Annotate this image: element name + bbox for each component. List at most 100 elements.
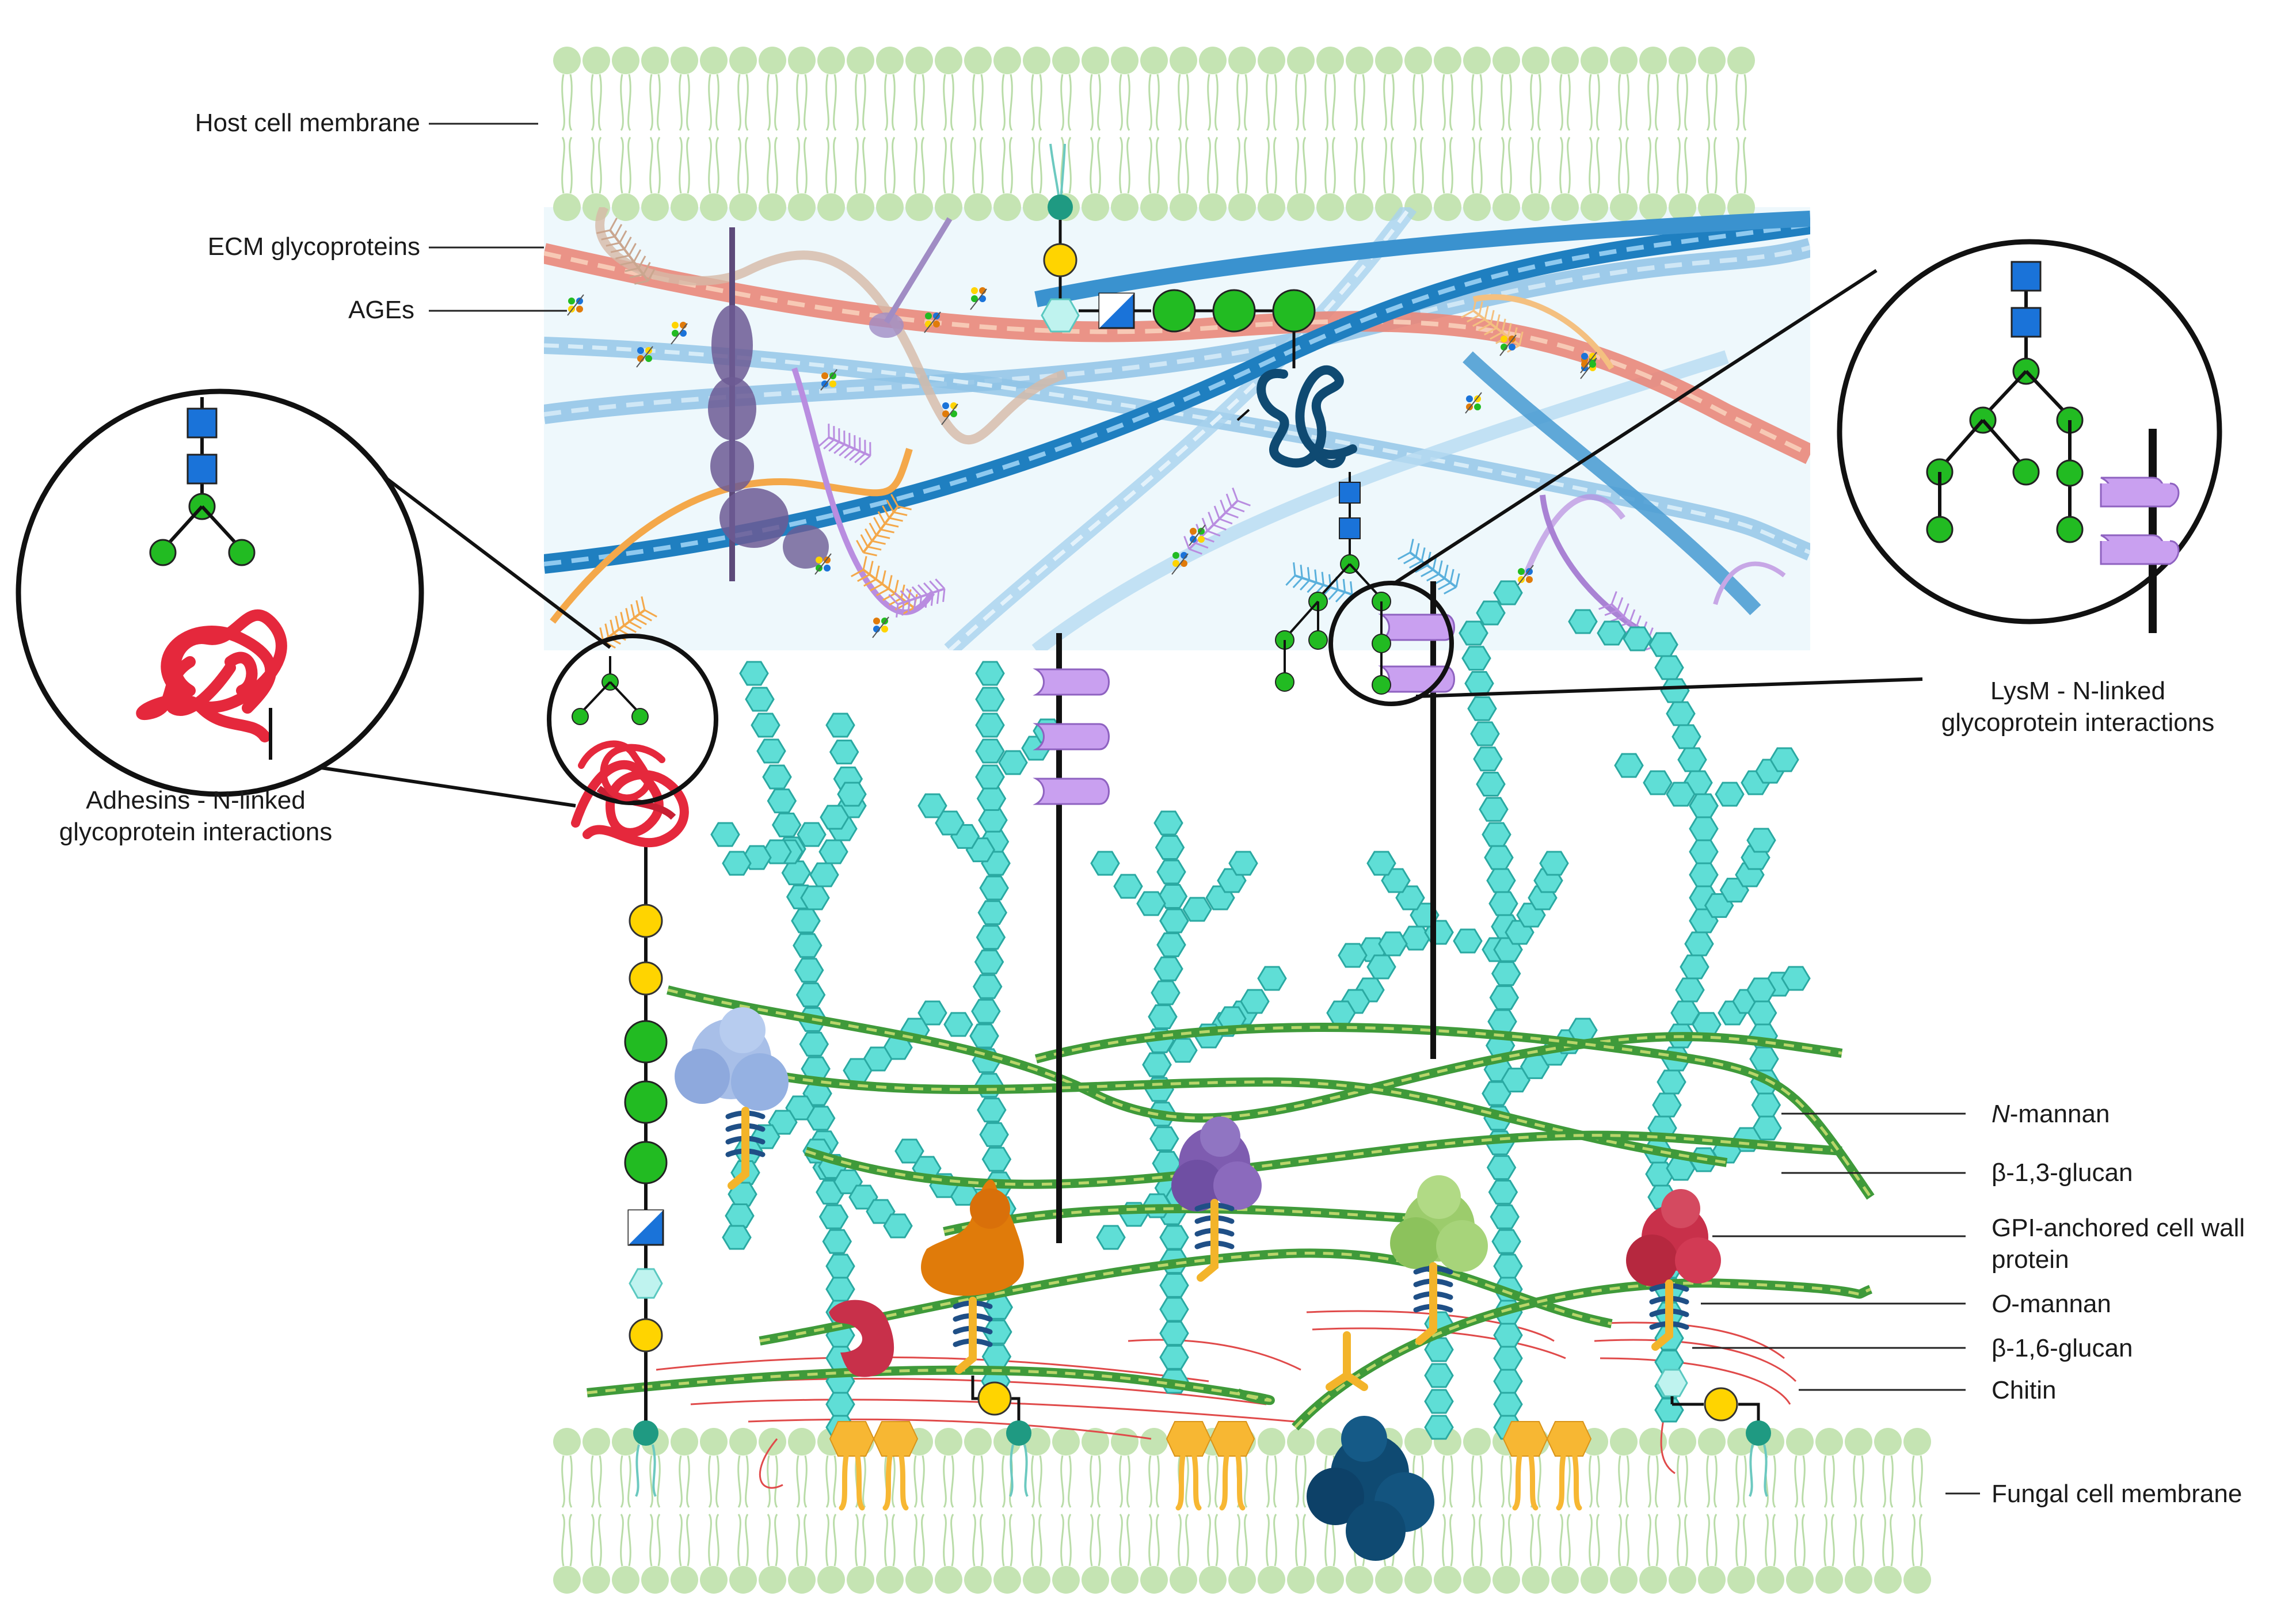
lipid-tail bbox=[1355, 74, 1365, 131]
mannose-unit bbox=[1327, 1001, 1355, 1024]
lipid-head bbox=[1082, 1566, 1109, 1594]
lipid-head bbox=[1727, 47, 1755, 74]
lipid-head bbox=[1316, 1566, 1344, 1594]
mannose-unit bbox=[1491, 1205, 1518, 1228]
mannose-unit bbox=[1494, 1347, 1522, 1370]
mannose-unit bbox=[1477, 601, 1505, 624]
lipid-head bbox=[1111, 47, 1139, 74]
lipid-tail bbox=[1091, 1456, 1101, 1507]
lipid-head bbox=[1082, 47, 1109, 74]
lipid-head bbox=[1581, 193, 1608, 221]
mannose-unit bbox=[978, 1099, 1006, 1122]
mannose-unit bbox=[820, 1205, 848, 1228]
lipid-tail bbox=[1061, 74, 1071, 131]
age-glycan-dot bbox=[1198, 536, 1205, 543]
mannose-unit bbox=[798, 823, 825, 846]
age-glycan-dot bbox=[816, 557, 823, 563]
mannose-unit bbox=[1488, 1010, 1516, 1033]
label-o-mannan: O-mannan bbox=[1992, 1290, 2111, 1318]
mannose-unit bbox=[763, 765, 791, 788]
label-n-mannan: N-mannan bbox=[1992, 1100, 2110, 1128]
label-fungal-cell-membrane: Fungal cell membrane bbox=[1992, 1480, 2242, 1508]
lipid-head bbox=[582, 1566, 610, 1594]
lipid-head bbox=[1052, 1428, 1080, 1456]
lipid-tail bbox=[944, 1456, 954, 1507]
mannose-unit bbox=[1480, 798, 1507, 821]
lipid-tail bbox=[1472, 74, 1482, 131]
lipid-head bbox=[1111, 193, 1139, 221]
mannose-unit bbox=[1114, 875, 1142, 898]
lipid-tail bbox=[680, 1514, 690, 1566]
mannose-unit bbox=[723, 1226, 751, 1249]
lipid-tail bbox=[915, 1514, 924, 1566]
lipid-tail bbox=[1384, 138, 1394, 194]
lipid-tail bbox=[1267, 1514, 1277, 1566]
mannose-unit bbox=[711, 823, 739, 846]
lipid-head bbox=[935, 47, 962, 74]
gpi-lipid-stem bbox=[1330, 1335, 1364, 1387]
lipid-head bbox=[1082, 193, 1109, 221]
lipid-head bbox=[1757, 1566, 1784, 1594]
mannose-unit bbox=[1137, 892, 1165, 915]
mannose-unit bbox=[919, 794, 946, 817]
mannose-unit bbox=[794, 934, 821, 957]
mannose-unit bbox=[1690, 794, 1718, 817]
label-b16-glucan: β-1,6-glucan bbox=[1992, 1334, 2133, 1362]
lipid-head bbox=[847, 193, 874, 221]
lipid-tail bbox=[1061, 1456, 1071, 1507]
lipid-tail bbox=[1414, 138, 1423, 194]
lipid-head bbox=[1522, 193, 1549, 221]
lipid-head bbox=[1287, 193, 1315, 221]
mannose-unit bbox=[1465, 672, 1493, 695]
mannose-unit bbox=[844, 1059, 871, 1082]
lipid-tail bbox=[1032, 74, 1042, 131]
lipid-tail bbox=[1238, 1514, 1247, 1566]
lipid-tail bbox=[562, 74, 572, 131]
mannose-unit bbox=[1477, 773, 1505, 796]
lipid-head bbox=[1786, 1428, 1814, 1456]
lipid-tail bbox=[1883, 1514, 1893, 1566]
lipid-tail bbox=[1443, 1514, 1453, 1566]
lipid-tail bbox=[1531, 1514, 1541, 1566]
lipid-tail bbox=[1531, 74, 1541, 131]
lipid-anchor-tail bbox=[1515, 1456, 1536, 1508]
mannose-unit bbox=[782, 862, 810, 885]
mannose-unit bbox=[1487, 869, 1515, 892]
lipid-tail bbox=[562, 1514, 572, 1566]
mannose-unit bbox=[1690, 840, 1718, 863]
mannose-unit bbox=[1770, 748, 1798, 771]
lipid-tail bbox=[1502, 1456, 1511, 1507]
lipid-head bbox=[1698, 47, 1726, 74]
mannose-unit bbox=[970, 1024, 998, 1047]
mannose-unit bbox=[740, 662, 768, 685]
lysm-domain bbox=[1036, 724, 1109, 749]
mannose-unit bbox=[978, 787, 1006, 810]
lipid-head bbox=[1610, 1566, 1638, 1594]
lipid-head bbox=[1434, 1566, 1461, 1594]
lipid-head bbox=[876, 1566, 904, 1594]
age-glycan-dot bbox=[645, 355, 652, 362]
lipid-tail bbox=[827, 74, 836, 131]
lipid-tail bbox=[1120, 138, 1130, 194]
lipid-head bbox=[1727, 1566, 1755, 1594]
lipid-head bbox=[1551, 193, 1579, 221]
lipid-head bbox=[935, 1566, 962, 1594]
lipid-tail bbox=[1619, 1514, 1629, 1566]
lipid-tail bbox=[562, 138, 572, 194]
label-gpi-line2: protein bbox=[1992, 1245, 2069, 1274]
lipid-tail bbox=[1590, 138, 1600, 194]
lipid-head bbox=[641, 1566, 669, 1594]
mannose-unit bbox=[795, 959, 823, 982]
mannose-unit bbox=[1425, 1364, 1453, 1387]
mannose-unit bbox=[999, 751, 1027, 774]
mannose-unit bbox=[801, 886, 829, 909]
lipid-tail bbox=[1149, 1514, 1159, 1566]
mannose-unit bbox=[752, 714, 779, 737]
lipid-head bbox=[582, 47, 610, 74]
age-glycan-dot bbox=[933, 321, 940, 327]
lipid-head bbox=[759, 1566, 786, 1594]
mannose-unit bbox=[1494, 581, 1522, 604]
lipid-tail bbox=[973, 1514, 983, 1566]
lipid-head bbox=[759, 193, 786, 221]
